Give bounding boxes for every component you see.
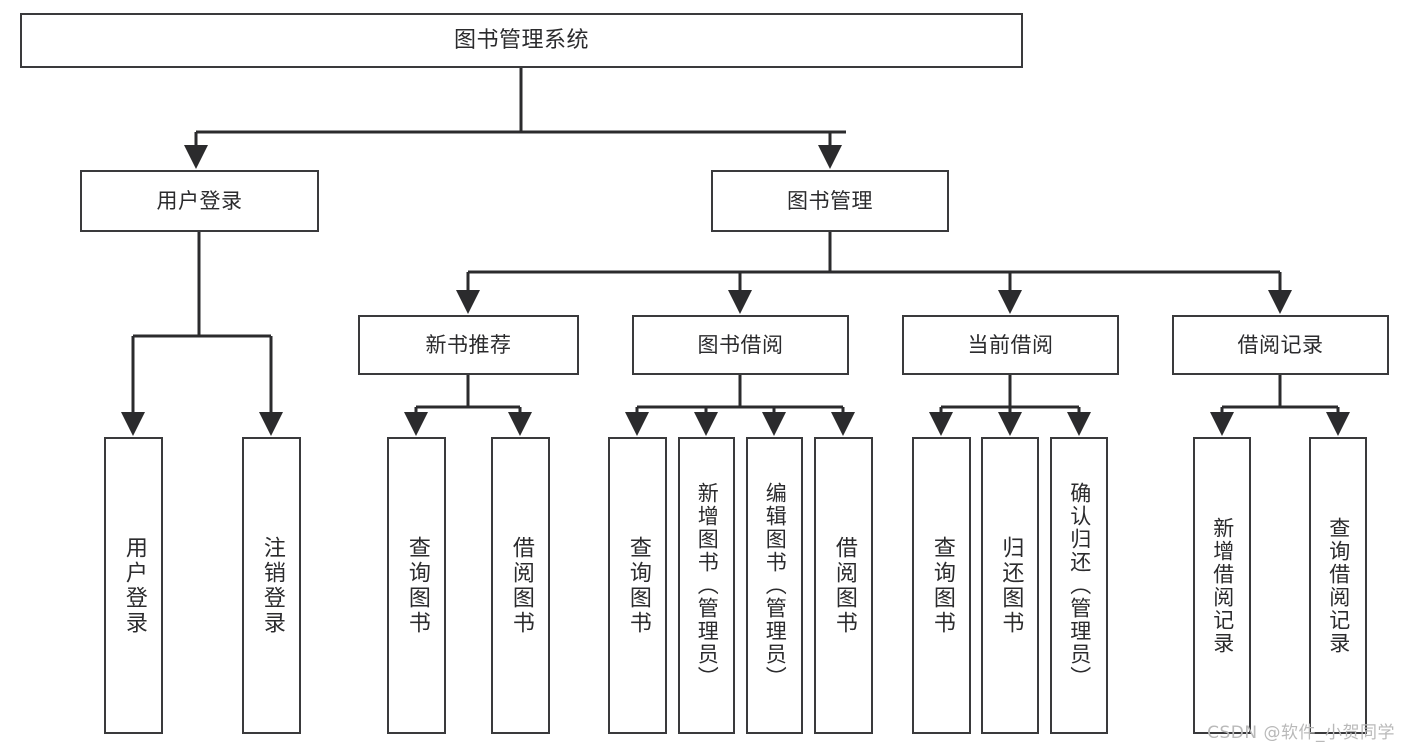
node-leaf-edit-book-admin-label: 编辑图书（管理员） (763, 482, 788, 689)
node-leaf-query-book-1[interactable]: 查询图书 (387, 437, 446, 734)
node-book-borrow-label: 图书借阅 (697, 332, 784, 357)
node-leaf-return-book[interactable]: 归还图书 (981, 437, 1039, 734)
node-user-login-label: 用户登录 (156, 188, 243, 213)
node-current-borrow[interactable]: 当前借阅 (902, 315, 1119, 375)
node-current-borrow-label: 当前借阅 (967, 332, 1054, 357)
node-book-borrow[interactable]: 图书借阅 (632, 315, 849, 375)
node-leaf-return-book-label: 归还图书 (998, 535, 1024, 636)
node-leaf-add-book-admin[interactable]: 新增图书（管理员） (678, 437, 735, 734)
node-leaf-user-login-label: 用户登录 (121, 535, 147, 636)
node-leaf-confirm-return-admin-label: 确认归还（管理员） (1067, 482, 1092, 689)
node-leaf-add-borrow-record-label: 新增借阅记录 (1210, 516, 1235, 655)
node-borrow-record-label: 借阅记录 (1237, 332, 1324, 357)
node-borrow-record[interactable]: 借阅记录 (1172, 315, 1389, 375)
node-user-login[interactable]: 用户登录 (80, 170, 319, 232)
node-new-book-recommend-label: 新书推荐 (425, 332, 512, 357)
node-leaf-confirm-return-admin[interactable]: 确认归还（管理员） (1050, 437, 1108, 734)
csdn-watermark: CSDN @软件_小贺同学 (1207, 723, 1395, 743)
node-leaf-query-book-3-label: 查询图书 (929, 535, 955, 636)
node-leaf-user-login[interactable]: 用户登录 (104, 437, 163, 734)
node-leaf-logout-label: 注销登录 (259, 535, 285, 636)
node-book-manage-label: 图书管理 (787, 188, 873, 213)
node-root[interactable]: 图书管理系统 (20, 13, 1023, 68)
node-leaf-borrow-book-1-label: 借阅图书 (508, 535, 534, 636)
node-leaf-query-book-2[interactable]: 查询图书 (608, 437, 667, 734)
node-leaf-query-book-3[interactable]: 查询图书 (912, 437, 971, 734)
node-leaf-borrow-book-2-label: 借阅图书 (831, 535, 857, 636)
node-leaf-logout[interactable]: 注销登录 (242, 437, 301, 734)
node-leaf-add-borrow-record[interactable]: 新增借阅记录 (1193, 437, 1251, 734)
node-root-label: 图书管理系统 (453, 27, 589, 53)
node-leaf-borrow-book-1[interactable]: 借阅图书 (491, 437, 550, 734)
node-leaf-query-borrow-record-label: 查询借阅记录 (1326, 516, 1351, 655)
node-new-book-recommend[interactable]: 新书推荐 (358, 315, 579, 375)
node-leaf-query-borrow-record[interactable]: 查询借阅记录 (1309, 437, 1367, 734)
node-leaf-borrow-book-2[interactable]: 借阅图书 (814, 437, 873, 734)
node-leaf-query-book-2-label: 查询图书 (625, 535, 651, 636)
node-leaf-query-book-1-label: 查询图书 (404, 535, 430, 636)
node-book-manage[interactable]: 图书管理 (711, 170, 949, 232)
node-leaf-edit-book-admin[interactable]: 编辑图书（管理员） (746, 437, 803, 734)
node-leaf-add-book-admin-label: 新增图书（管理员） (695, 482, 720, 689)
